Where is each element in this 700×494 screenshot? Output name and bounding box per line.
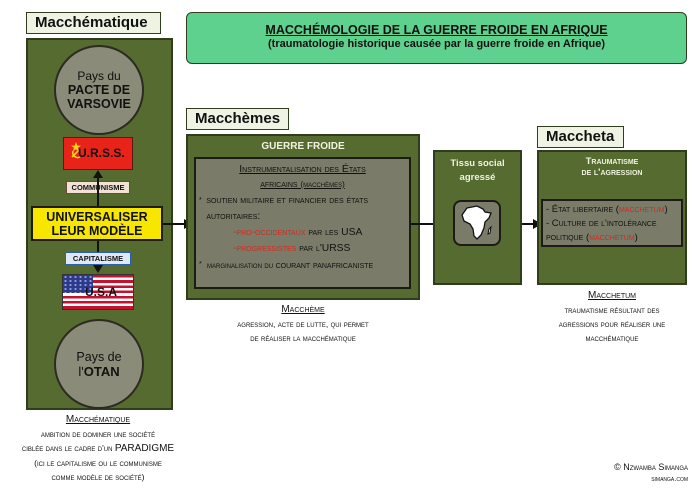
macchemes-caption-line1: agression, acte de lutte, qui permet (237, 319, 369, 329)
instrumentalisation-title1: Instrumentalisation des États (239, 163, 366, 175)
warsaw-line2: PACTE DE (67, 83, 131, 97)
usa-flag-icon: U.S.A (62, 274, 134, 310)
title-banner: MACCHÉMOLOGIE DE LA GUERRE FROIDE EN AFR… (186, 12, 687, 64)
par-urss: par l'URSS (296, 243, 351, 254)
capitalisme-badge: CAPITALISME (65, 252, 131, 265)
macchetum-caption-line1: traumatisme résultant des (564, 305, 660, 315)
tissu-line1: Tissu social (450, 158, 505, 169)
macchetum-caption: Macchetum traumatisme résultant des agre… (530, 289, 694, 345)
macchematique-caption: Macchématique ambition de dominer une so… (8, 413, 188, 484)
paradigme-word: PARADIGME (114, 443, 175, 454)
page-subtitle: (traumatologie historique causée par la … (268, 38, 605, 50)
site-link: simanga.com (651, 474, 688, 483)
traumatisme-list: - État libertaire (macchetum) - Culture … (541, 199, 683, 247)
culture-intolerance: - Culture de l'intolérance politique ( (546, 218, 657, 243)
soutien-text: soutien militaire et financier des états… (206, 195, 369, 222)
arrow-up-icon (93, 170, 103, 206)
tab-maccheta: Maccheta (537, 126, 624, 148)
macchematique-caption-line3: (ici le capitalisme ou le communisme (34, 458, 162, 468)
macchematique-caption-line1: ambition de dominer une société (40, 429, 156, 439)
tissu-line2: agressé (459, 172, 496, 183)
macchemes-caption-title: Macchème (281, 304, 325, 315)
usa-label: U.S.A (85, 285, 118, 299)
macchetum-caption-line2: agressions pour réaliser une (558, 319, 666, 329)
instrumentalisation-box: Instrumentalisation des États africains … (194, 157, 411, 289)
warsaw-pact-circle: Pays du PACTE DE VARSOVIE (54, 45, 144, 135)
traumatisme-header1: Traumatisme (585, 156, 639, 167)
bullet-icon: * (199, 197, 202, 204)
footer: © Nzwamba Simanga simanga.com (614, 462, 688, 484)
guerre-froide-header: GUERRE FROIDE (261, 141, 345, 152)
traumatisme-header2: de l'agression (581, 167, 643, 178)
otan-acronym: OTAN (83, 363, 120, 379)
tab-macchematique: Macchématique (26, 12, 161, 34)
instrumentalisation-macchemes: (macchèmes) (300, 180, 345, 189)
warsaw-line3: VARSOVIE (67, 97, 131, 111)
tab-macchemes: Macchèmes (186, 108, 289, 130)
copyright: © Nzwamba Simanga (614, 462, 688, 472)
otan-line1: Pays de (76, 349, 122, 364)
universaliser-line1: UNIVERSALISER (46, 210, 148, 224)
macchetum-1: macchetum (618, 204, 665, 215)
instrumentalisation-title2: africains (260, 179, 301, 190)
otan-prefix: l' (78, 363, 84, 379)
macchematique-caption-line4: comme modèle de société) (51, 472, 145, 482)
marginalisation-text: marginalisation du (207, 260, 276, 270)
otan-circle: Pays de l'OTAN (54, 319, 144, 409)
warsaw-line1: Pays du (77, 69, 121, 83)
macchemes-caption: Macchème agression, acte de lutte, qui p… (186, 303, 420, 345)
africa-map-icon (453, 200, 501, 246)
macchetum-caption-line3: macchématique (585, 333, 639, 343)
ussr-flag-icon: U.R.S.S. (63, 137, 133, 170)
macchetum-caption-title: Macchetum (588, 290, 636, 301)
pro-occidentaux: -pro-occidentaux (233, 227, 306, 238)
universaliser-line2: LEUR MODÈLE (51, 224, 143, 238)
macchematique-caption-line2: ciblée dans le cadre d'un (21, 443, 115, 453)
bullet-icon: * (199, 261, 202, 268)
par-usa: par les USA (305, 227, 363, 238)
progressistes: -progressistes (233, 243, 297, 254)
macchematique-caption-title: Macchématique (65, 414, 131, 425)
macchemes-caption-line2: de réaliser la macchématique (250, 333, 356, 343)
macchetum-2: macchetum (589, 232, 635, 243)
universaliser-box: UNIVERSALISER LEUR MODÈLE (31, 206, 163, 241)
ussr-label: U.R.S.S. (78, 146, 125, 160)
page-title: MACCHÉMOLOGIE DE LA GUERRE FROIDE EN AFR… (265, 23, 608, 37)
etat-libertaire: - État libertaire ( (546, 204, 619, 215)
panafricaniste-text: courant panafricaniste (275, 260, 374, 271)
